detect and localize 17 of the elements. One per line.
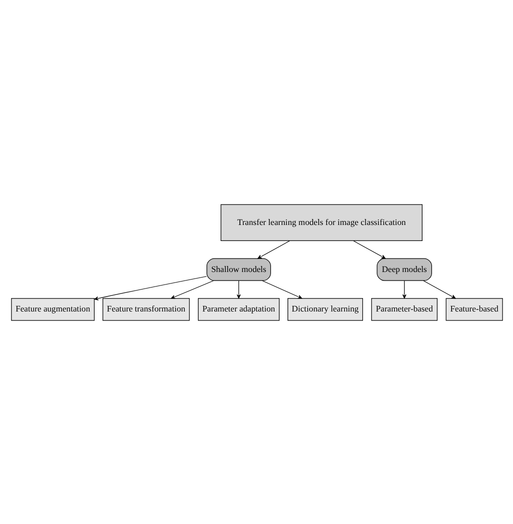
- arrow: [352, 240, 386, 258]
- node-box: Parameter-based: [370, 298, 438, 320]
- node-box: Dictionary learning: [287, 298, 362, 320]
- arrow: [261, 280, 302, 298]
- arrow: [422, 280, 456, 298]
- node-box: Feature augmentation: [10, 298, 94, 320]
- node-box: Deep models: [376, 258, 432, 280]
- arrow: [257, 240, 290, 258]
- arrow: [402, 280, 406, 298]
- node-box: Parameter adaptation: [197, 298, 280, 320]
- node-box: Transfer learning models for image classification: [220, 204, 422, 241]
- node-box: Feature transformation: [102, 298, 190, 320]
- arrow: [236, 280, 240, 298]
- node-box: Shallow models: [206, 258, 270, 280]
- arrow: [94, 276, 206, 300]
- node-box: Feature-based: [445, 298, 502, 320]
- arrow: [170, 280, 214, 298]
